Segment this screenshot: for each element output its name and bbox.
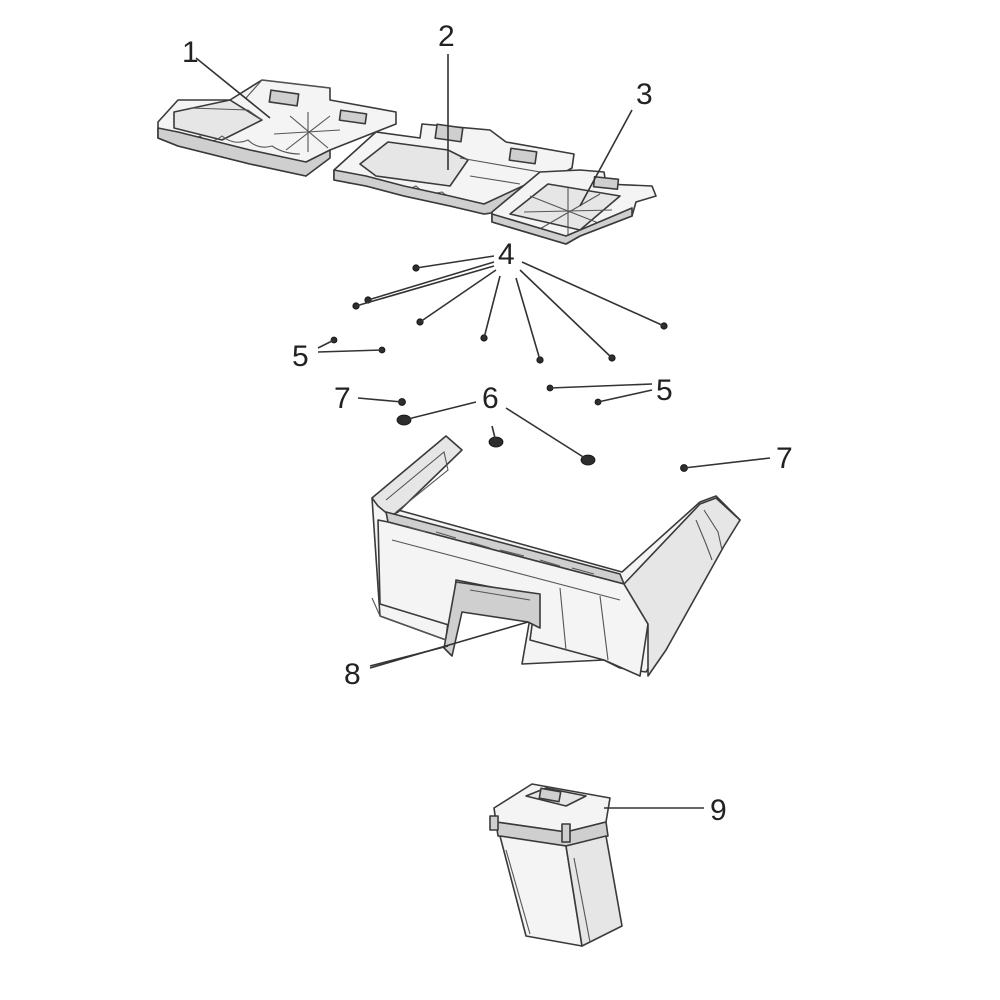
callout-6: 6: [482, 382, 499, 415]
callout-3: 3: [636, 78, 653, 111]
leader-lines: [195, 54, 771, 809]
floor-panel-right: [491, 169, 657, 245]
callout-9: 9: [710, 794, 727, 827]
floor-panel-center: [333, 123, 575, 215]
callout-8: 8: [344, 658, 361, 691]
callout-5-right: 5: [656, 374, 673, 407]
callout-5-left: 5: [292, 340, 309, 373]
screw-group-5: [330, 336, 602, 406]
bolt-group-4: [352, 264, 668, 364]
floor-panel-left: [157, 79, 397, 177]
callout-7-left: 7: [334, 382, 351, 415]
storage-tub: [371, 435, 741, 677]
callout-4: 4: [498, 238, 515, 271]
callout-2: 2: [438, 20, 455, 53]
callout-7-right: 7: [776, 442, 793, 475]
callout-1: 1: [182, 36, 199, 69]
storage-bin: [489, 783, 623, 947]
